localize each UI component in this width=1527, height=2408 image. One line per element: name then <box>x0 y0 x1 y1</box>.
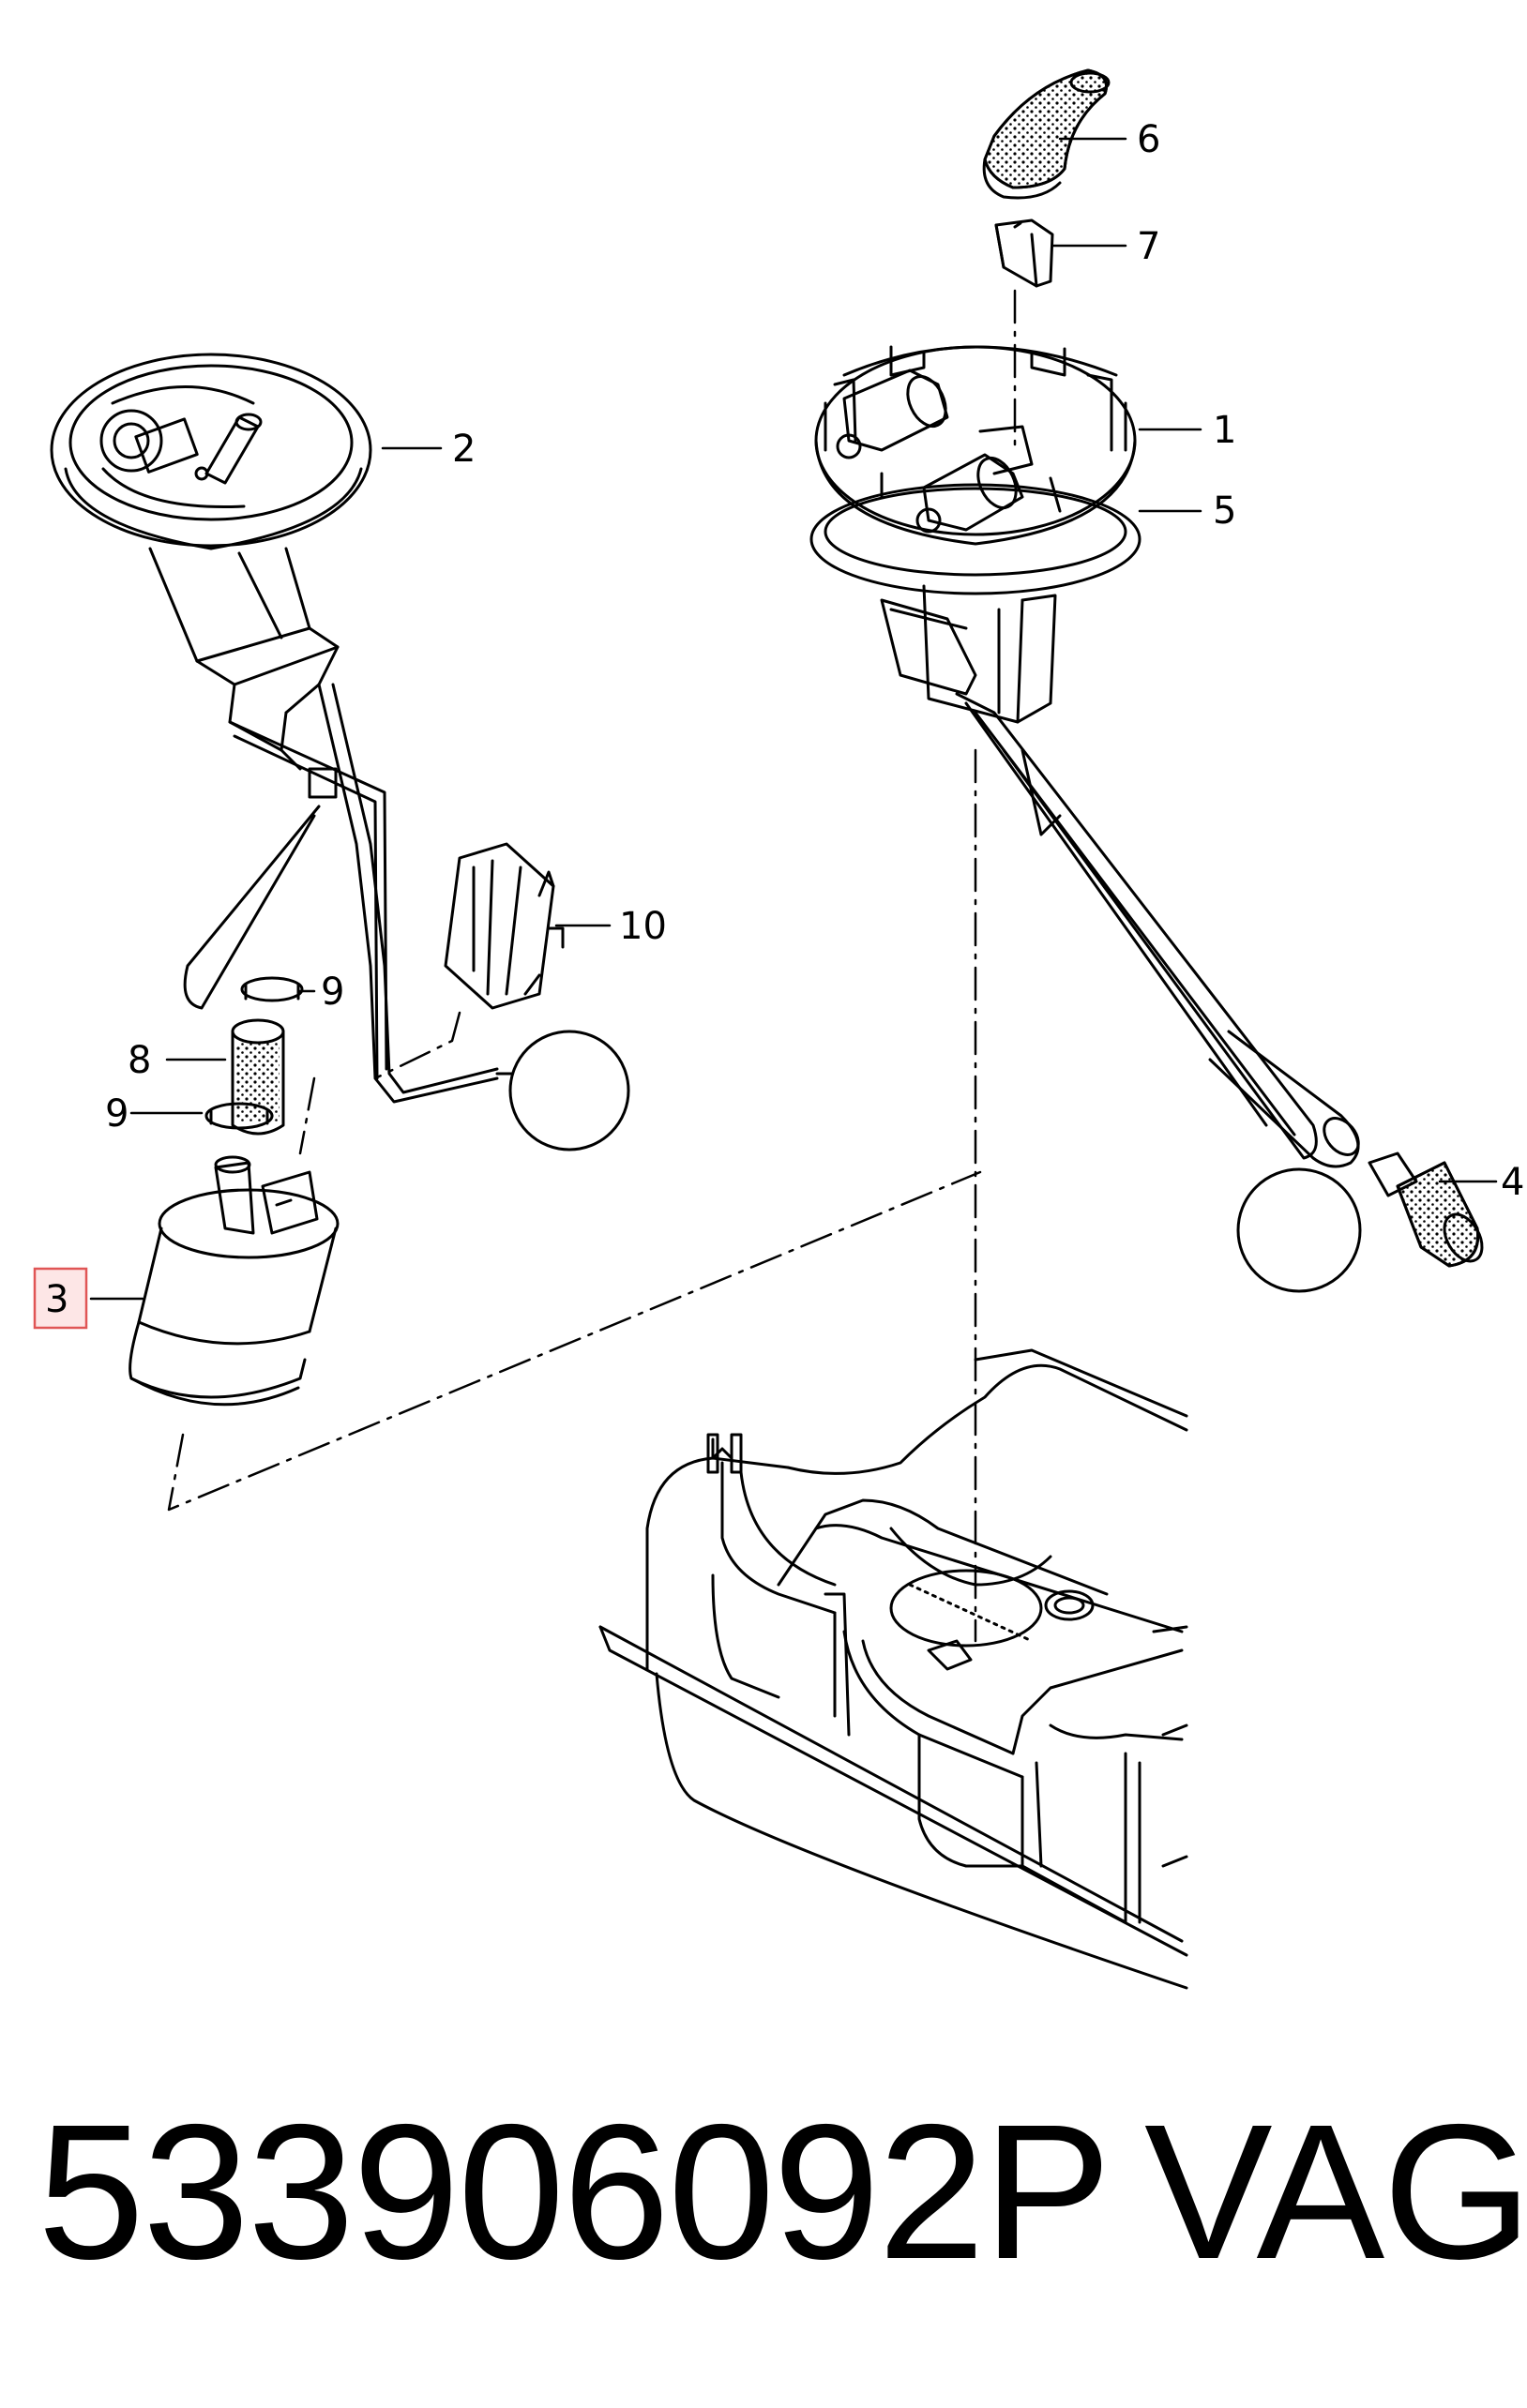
connector-7 <box>994 218 1054 288</box>
callout-6: 6 <box>1137 118 1160 161</box>
callout-2: 2 <box>452 428 476 471</box>
sleeve-4 <box>1368 1151 1484 1268</box>
callout-3-highlight <box>33 1267 88 1330</box>
callout-1: 1 <box>1213 409 1236 452</box>
manufacturer-name: VAG <box>1144 2084 1527 2299</box>
callout-5: 5 <box>1213 489 1236 533</box>
callout-7: 7 <box>1137 225 1160 268</box>
fuel-pump-3 <box>129 1155 340 1407</box>
callout-3: 3 <box>45 1278 68 1321</box>
callout-9-upper: 9 <box>321 971 344 1014</box>
fuel-sender-flange-right <box>814 345 1137 546</box>
fuel-sender-body-left <box>148 547 499 1104</box>
fuel-filter-8 <box>231 1018 285 1136</box>
fuel-sender-body-right <box>880 584 1360 1168</box>
part-number: 533906092P <box>38 2084 1111 2299</box>
callout-4: 4 <box>1501 1161 1524 1204</box>
guide-line-right <box>974 289 1017 1643</box>
clamp-9-upper <box>240 976 304 1002</box>
callout-10: 10 <box>619 905 667 948</box>
clip-10 <box>444 842 565 1010</box>
callout-9-lower: 9 <box>105 1092 129 1136</box>
clamp-9-lower <box>204 1102 274 1130</box>
cap-6 <box>982 68 1111 200</box>
fuel-sender-flange-left <box>50 353 372 550</box>
guide-lines-left <box>167 1011 982 1512</box>
callout-8: 8 <box>128 1039 151 1082</box>
float-left <box>495 1030 630 1151</box>
leader-lines <box>89 137 1498 1301</box>
float-right <box>1236 1167 1362 1293</box>
fuel-tank <box>598 1348 1188 1990</box>
seal-ring-5 <box>809 483 1141 595</box>
